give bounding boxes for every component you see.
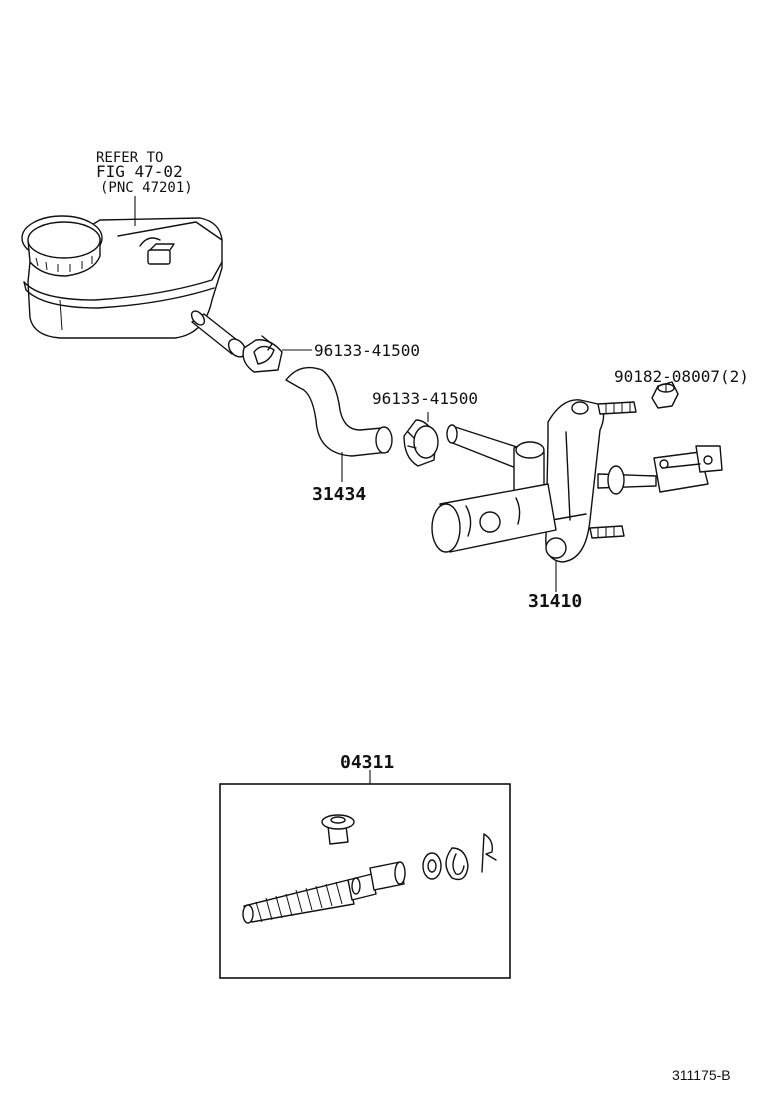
reservoir-tank <box>21 215 223 339</box>
callout-clamp-upper: 96133-41500 <box>314 341 420 360</box>
kit-piston-spring-assembly <box>242 861 406 924</box>
flange-nut <box>651 381 679 409</box>
callout-master-cylinder: 31410 <box>528 591 582 612</box>
reference-line-3: (PNC 47201) <box>100 180 193 196</box>
kit-washer <box>422 852 442 880</box>
reference-line-2: FIG 47-02 <box>96 162 183 181</box>
repair-kit-box <box>219 783 511 979</box>
figure-code: 311175-B <box>672 1067 731 1083</box>
clutch-master-cylinder <box>431 399 723 563</box>
reservoir-outlet-pipe <box>190 310 247 358</box>
callout-hose: 31434 <box>312 484 366 505</box>
callout-clamp-lower: 96133-41500 <box>372 389 478 408</box>
reservoir-hose <box>285 366 393 457</box>
hose-clamp-lower <box>403 419 439 467</box>
reference-line-1: REFER TO <box>96 150 163 166</box>
callout-repair-kit: 04311 <box>340 752 394 773</box>
kit-reservoir-plug <box>321 814 355 845</box>
kit-snap-ring <box>445 847 469 881</box>
hose-clamp-upper <box>242 335 283 373</box>
kit-clip <box>481 833 497 873</box>
callout-nut: 90182-08007(2) <box>614 367 749 386</box>
